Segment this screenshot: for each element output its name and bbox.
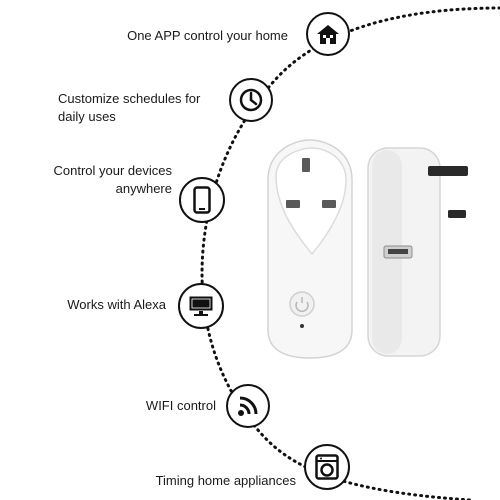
wifi-icon	[236, 394, 260, 418]
feature-label-schedules: Customize schedules for daily uses	[58, 91, 201, 124]
monitor-icon	[188, 295, 214, 317]
feature-label-app-control: One APP control your home	[127, 28, 288, 43]
feature-badge-home	[306, 12, 350, 56]
feature-label-alexa: Works with Alexa	[67, 297, 166, 312]
feature-badge-wifi	[226, 384, 270, 428]
washing-machine-icon	[315, 454, 339, 480]
feature-badge-monitor	[178, 283, 224, 329]
feature-badge-washing-machine	[304, 444, 350, 490]
feature-label-timing: Timing home appliances	[155, 473, 296, 488]
feature-badge-smartphone	[179, 177, 225, 223]
home-icon	[315, 23, 341, 45]
clock-icon	[238, 87, 264, 113]
smartphone-icon	[193, 186, 211, 214]
feature-badge-clock	[229, 78, 273, 122]
feature-label-remote-control: Control your devices anywhere	[53, 163, 173, 196]
feature-label-wifi: WIFI control	[145, 398, 216, 413]
